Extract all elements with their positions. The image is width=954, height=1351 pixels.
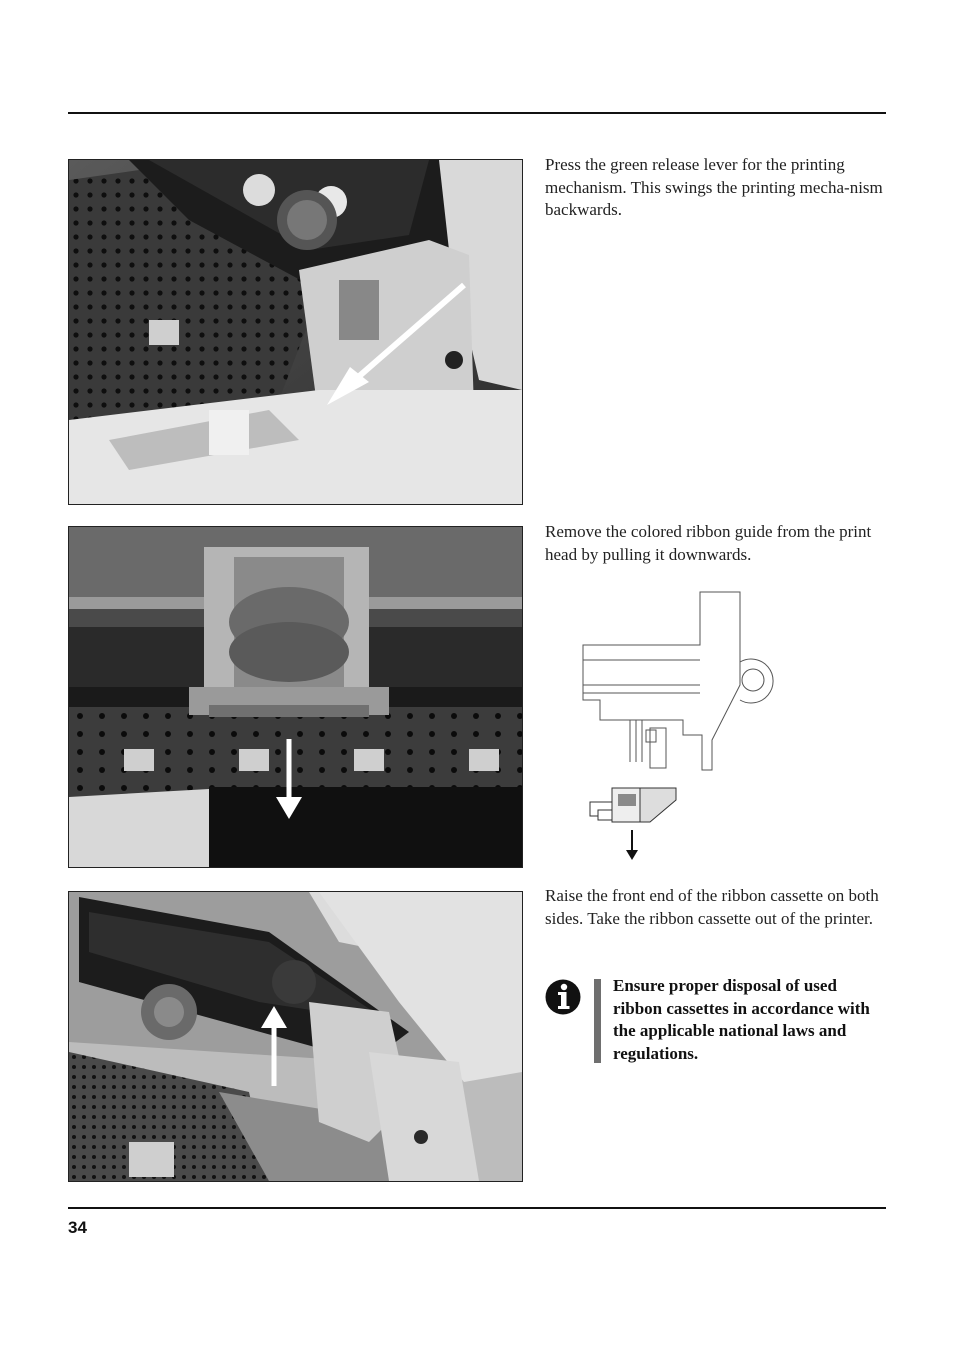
photo-ribbon-cassette — [68, 891, 523, 1182]
photo-release-lever — [68, 159, 523, 505]
step-1-text: Press the green release lever for the pr… — [545, 155, 883, 219]
photo-ribbon-guide — [68, 526, 523, 868]
ribbon-guide-diagram — [582, 591, 774, 860]
step-3-text: Raise the front end of the ribbon casset… — [545, 886, 879, 928]
note-bar — [594, 979, 601, 1063]
note-text: Ensure proper disposal of used ribbon ca… — [613, 976, 870, 1063]
footer-rule — [68, 1207, 886, 1209]
step-2-text: Remove the colored ribbon guide from the… — [545, 522, 872, 564]
info-icon — [545, 979, 581, 1015]
header-rule — [68, 112, 886, 114]
page-number: 34 — [68, 1218, 87, 1237]
